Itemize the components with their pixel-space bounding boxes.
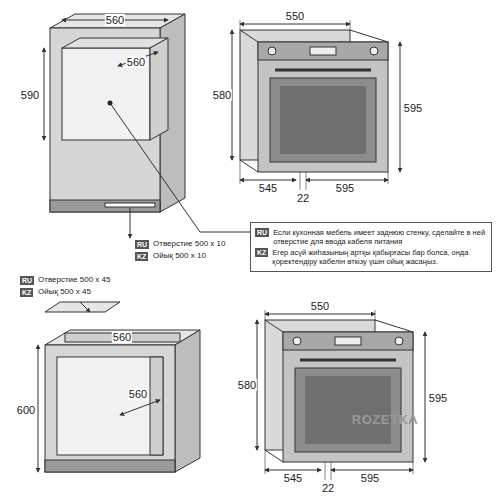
dimension-label: 595	[335, 182, 355, 194]
language-tag: KZ	[135, 252, 148, 261]
dimension-label: 545	[258, 182, 278, 194]
note-text: Ойық 500 x 10	[152, 251, 207, 261]
dimension-label: 22	[321, 482, 335, 494]
dimension-label: 590	[20, 89, 40, 101]
dimension-label: 560	[112, 331, 132, 343]
language-tag: RU	[20, 276, 34, 285]
language-tag: RU	[135, 240, 149, 249]
note-text: Отверстие 500 x 10	[152, 239, 226, 249]
dimension-label: 595	[428, 392, 448, 404]
callout-row: RU Если кухонная мебель имеет заднюю стен…	[255, 228, 487, 246]
callout-text: Если кухонная мебель имеет заднюю стенку…	[273, 228, 487, 246]
dimension-label: 560	[126, 56, 146, 68]
language-tag: KZ	[255, 248, 268, 257]
dimension-label: 22	[296, 192, 310, 204]
callout-text: Егер асүй жиһазының артқы қабырғасы бар …	[272, 248, 487, 266]
watermark: ROZETKA	[351, 414, 419, 426]
dimension-label: 595	[360, 472, 380, 484]
dimension-label: 580	[212, 89, 232, 101]
dimension-label: 550	[310, 300, 330, 312]
dimension-label: 600	[16, 404, 36, 416]
dimension-label: 550	[285, 10, 305, 22]
language-tag: KZ	[20, 288, 33, 297]
note-text: Отверстие 500 x 45	[37, 275, 111, 285]
note-text: Ойық 500 x 45	[37, 287, 92, 297]
dimension-label: 580	[237, 379, 257, 391]
language-tag: RU	[255, 228, 269, 237]
dimension-label: 545	[283, 472, 303, 484]
dimension-label: 560	[128, 388, 148, 400]
dimension-label: 560	[105, 14, 125, 26]
callout-row: KZ Егер асүй жиһазының артқы қабырғасы ба…	[255, 248, 487, 266]
callout-box: RU Если кухонная мебель имеет заднюю стен…	[250, 222, 492, 272]
dimension-label: 595	[403, 102, 423, 114]
